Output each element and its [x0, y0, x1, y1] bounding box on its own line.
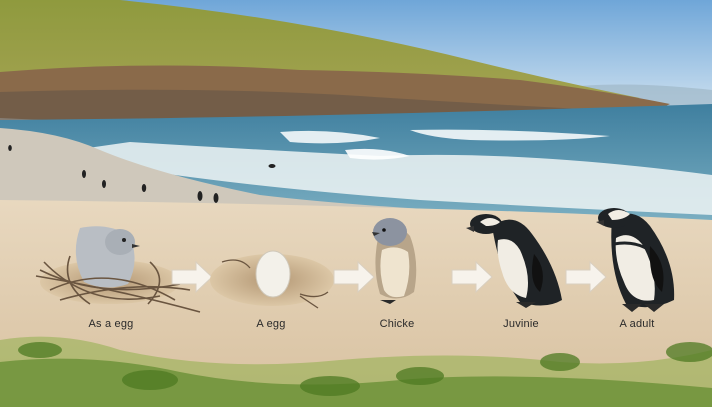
- egg-in-burrow: [210, 250, 334, 309]
- caption-juvenile: Juvinie: [503, 318, 539, 330]
- caption-adult: A adult: [619, 318, 655, 330]
- adult-penguin: [596, 208, 675, 312]
- caption-nest: As a egg: [88, 318, 134, 330]
- arrow-4: [565, 260, 607, 294]
- juvenile-penguin: [466, 214, 562, 308]
- grass-tufts: [18, 342, 712, 396]
- caption-egg: A egg: [256, 318, 286, 330]
- surf-foam: [60, 142, 712, 215]
- arrow-1: [171, 260, 213, 294]
- fluffy-chick: [372, 218, 417, 304]
- arrow-2: [333, 260, 375, 294]
- distant-penguins: [8, 145, 276, 203]
- nest-with-chick: [35, 226, 201, 313]
- caption-chick: Chicke: [379, 318, 415, 330]
- arrow-3: [451, 260, 493, 294]
